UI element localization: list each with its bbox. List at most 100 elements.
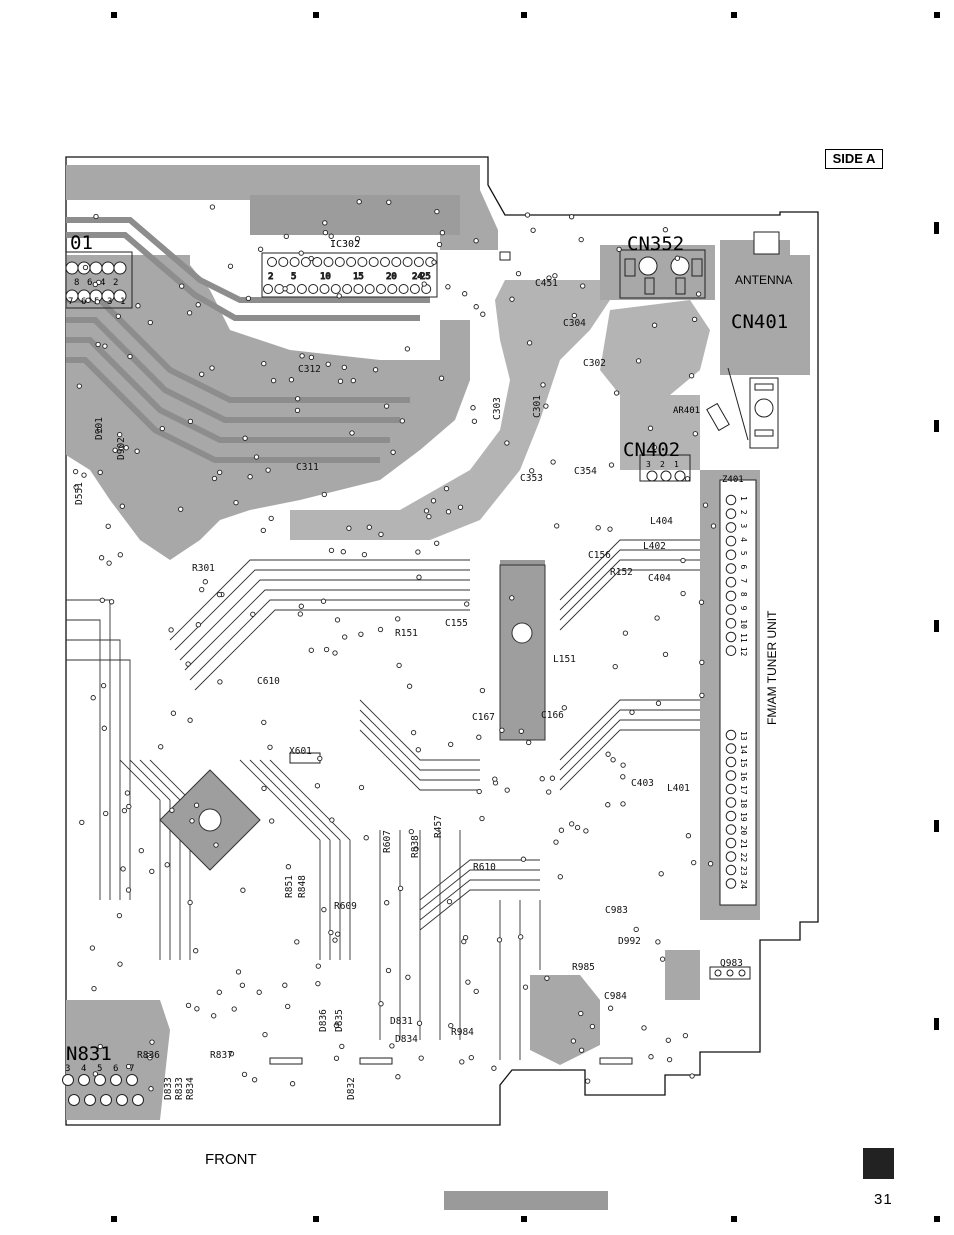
z401-pin-number: 17 <box>739 785 748 795</box>
z401-pin-number: 4 <box>739 537 748 542</box>
connector-pin-number: 3 <box>107 297 112 307</box>
cn831-pin-number: 4 <box>81 1064 86 1074</box>
registration-mark <box>521 12 527 18</box>
ic302-pin-number: 15 <box>353 272 364 282</box>
registration-mark <box>313 1216 319 1222</box>
component-label-l402: L402 <box>643 541 666 552</box>
component-label-c167: C167 <box>472 712 495 723</box>
component-label-c403: C403 <box>631 778 654 789</box>
registration-mark <box>731 1216 737 1222</box>
side-mark <box>934 1018 939 1030</box>
connector-pin-number: 6 <box>87 278 92 288</box>
z401-pin-number: 8 <box>739 592 748 597</box>
registration-mark <box>731 12 737 18</box>
component-label-d551: D551 <box>74 482 85 505</box>
z401-pin-number: 10 <box>739 619 748 629</box>
component-label-r457: R457 <box>433 815 444 838</box>
component-label-r838: R838 <box>410 835 421 858</box>
ic302-pin-number: 24 <box>412 272 423 282</box>
ar401-label: AR401 <box>673 406 700 416</box>
component-label-c354: C354 <box>574 466 597 477</box>
z401-pin-number: 9 <box>739 606 748 611</box>
board-slots <box>269 251 633 1065</box>
component-label-d832: D832 <box>346 1077 357 1100</box>
component-label-d835: D835 <box>334 1009 345 1032</box>
z401-pin-number: 21 <box>739 839 748 849</box>
cn402-label: CN402 <box>623 439 680 461</box>
ic302-pin-number: 10 <box>320 272 331 282</box>
registration-mark <box>111 12 117 18</box>
component-label-c156: C156 <box>588 550 611 561</box>
component-label-d902: D902 <box>116 437 127 460</box>
z401-pin-number: 12 <box>739 647 748 657</box>
z401-pin-number: 11 <box>739 633 748 643</box>
registration-mark <box>521 1216 527 1222</box>
side-a-label: SIDE A <box>825 149 883 169</box>
dip-ic-center <box>499 564 546 741</box>
component-label-c155: C155 <box>445 618 468 629</box>
component-label-c312: C312 <box>298 364 321 375</box>
component-label-d992: D992 <box>618 936 641 947</box>
component-label-d833: D833 <box>163 1077 174 1100</box>
cn402-pin-number: 3 <box>646 460 651 469</box>
z401-pin-number: 7 <box>739 578 748 583</box>
component-label-c303: C303 <box>492 397 503 420</box>
component-label-l151: L151 <box>553 654 576 665</box>
side-mark <box>934 222 939 234</box>
z401-pin-number: 5 <box>739 551 748 556</box>
connector-topleft-label: 01 <box>70 232 93 254</box>
component-label-c301: C301 <box>532 395 543 418</box>
corner-block <box>863 1148 894 1179</box>
component-label-r607: R607 <box>382 830 393 853</box>
tuner-label: FM/AM TUNER UNIT <box>765 610 779 725</box>
z401-pin-number: 22 <box>739 853 748 863</box>
ic302-pin-number: 2 <box>268 272 273 282</box>
connector-topleft-pads: 765318642 <box>65 251 133 309</box>
component-label-x601: X601 <box>289 746 312 757</box>
page-number: 31 <box>874 1191 893 1208</box>
footer-bar <box>444 1191 608 1210</box>
component-label-l404: L404 <box>650 516 673 527</box>
connector-pin-number: 1 <box>120 297 125 307</box>
side-mark <box>934 820 939 832</box>
connector-pin-number: 4 <box>100 278 105 288</box>
z401-pin-number: 15 <box>739 758 748 768</box>
component-label-r984: R984 <box>451 1027 474 1038</box>
cn402-pin-number: 1 <box>674 460 679 469</box>
component-label-d836: D836 <box>318 1009 329 1032</box>
z401-label: Z401 <box>722 475 744 485</box>
cn831-pin-number: 3 <box>65 1064 70 1074</box>
front-label: FRONT <box>205 1151 257 1168</box>
side-mark <box>934 620 939 632</box>
component-label-r836: R836 <box>137 1050 160 1061</box>
z401-pin-number: 1 <box>739 496 748 501</box>
z401-pin-number: 23 <box>739 866 748 876</box>
qfp-ic <box>159 769 261 871</box>
registration-mark <box>934 12 940 18</box>
component-label-d834: D834 <box>395 1034 418 1045</box>
component-label-r152: R152 <box>610 567 633 578</box>
component-label-c984: C984 <box>604 991 627 1002</box>
cn831-pin-number: 6 <box>113 1064 118 1074</box>
cn402-connector <box>639 454 691 482</box>
component-label-c404: C404 <box>648 573 671 584</box>
cn402-pin-number: 2 <box>660 460 665 469</box>
z401-pin-number: 20 <box>739 826 748 836</box>
z401-pin-number: 3 <box>739 523 748 528</box>
z401-pin-number: 19 <box>739 812 748 822</box>
component-label-l401: L401 <box>667 783 690 794</box>
connector-pin-number: 2 <box>113 278 118 288</box>
registration-mark <box>934 1216 940 1222</box>
z401-pin-number: 2 <box>739 510 748 515</box>
cn831-pin-number: 5 <box>97 1064 102 1074</box>
side-mark <box>934 420 939 432</box>
component-label-q983: Q983 <box>720 958 743 969</box>
component-label-r848: R848 <box>297 875 308 898</box>
component-label-c302: C302 <box>583 358 606 369</box>
component-label-r151: R151 <box>395 628 418 639</box>
